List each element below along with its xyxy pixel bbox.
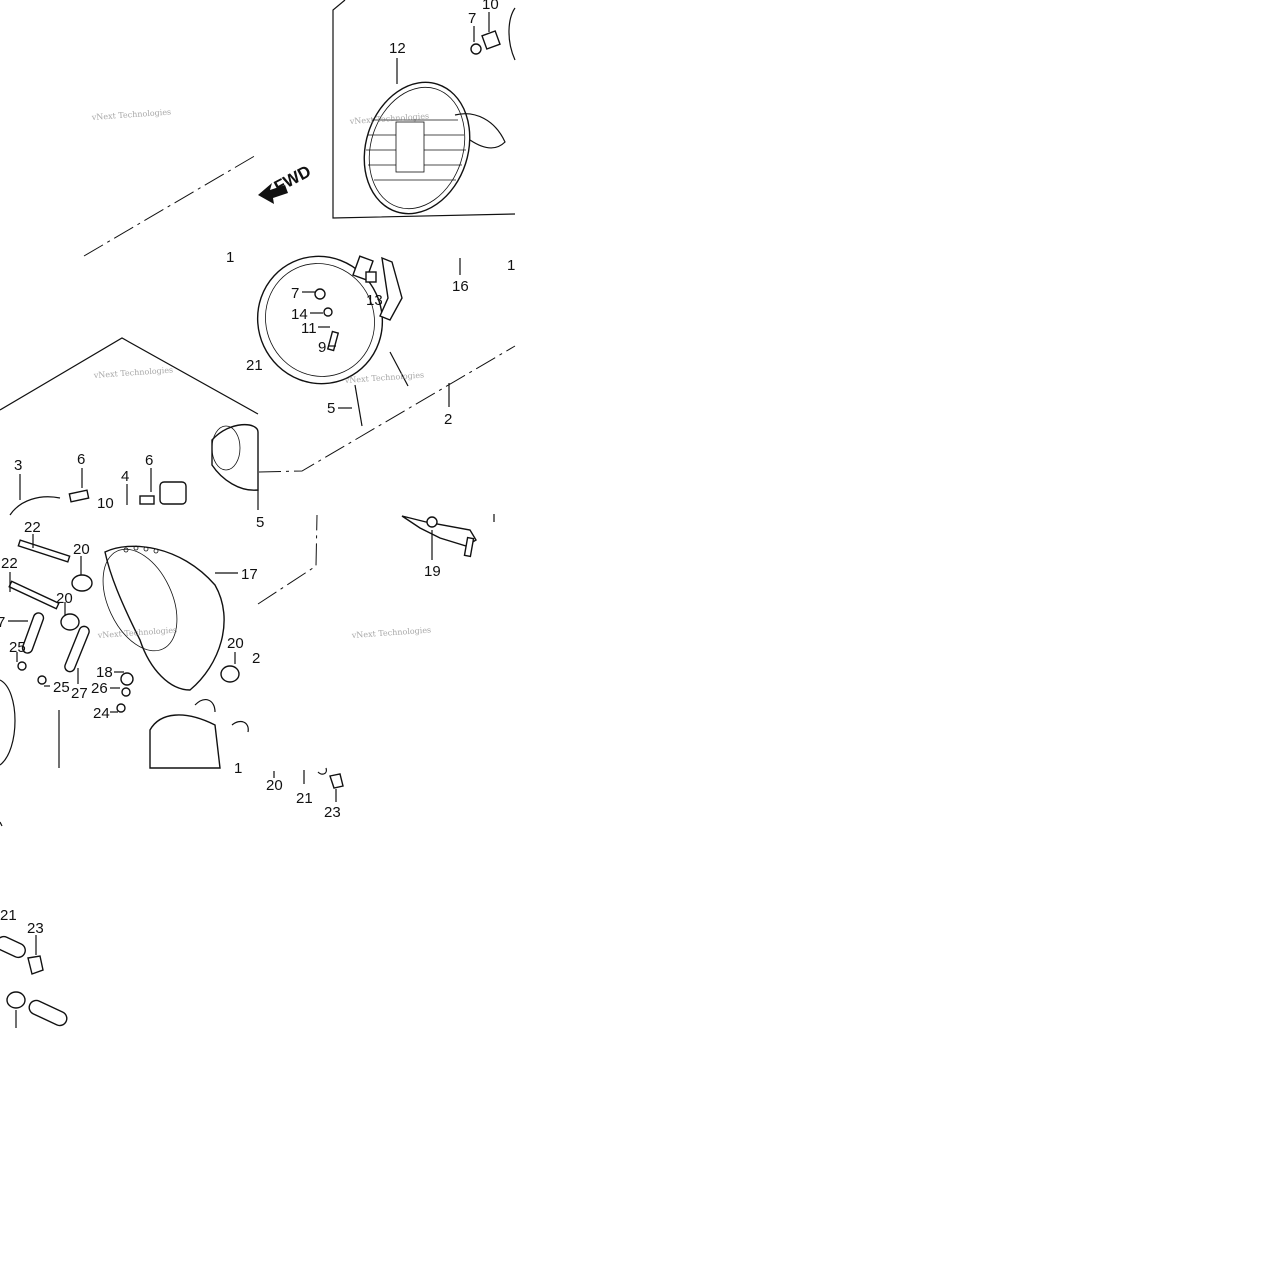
callout-label: 23 xyxy=(27,920,44,937)
callout-label: 20 xyxy=(266,777,283,794)
callout-label: 22 xyxy=(24,519,41,536)
callout-label: 18 xyxy=(96,664,113,681)
panel-mounting-rim xyxy=(256,255,516,473)
pipe-icon xyxy=(28,999,68,1027)
callout-label: 4 xyxy=(121,468,129,485)
cap-nut-icon xyxy=(27,955,44,975)
callout-label: 3 xyxy=(14,457,22,474)
bulb-socket-case xyxy=(211,423,259,491)
cap-nut-icon xyxy=(329,773,344,789)
callout-label: 7 xyxy=(468,10,476,27)
callout-label: 6 xyxy=(145,452,153,469)
callout-label: 19 xyxy=(424,563,441,580)
callout-label: 9 xyxy=(318,339,326,356)
callout-label: 23 xyxy=(324,804,341,821)
adjuster-bracket xyxy=(379,256,403,321)
callout-label: 25 xyxy=(53,679,70,696)
callout-labels: 10 7 12 16 13 7 14 11 9 5 2 3 6 4 6 10 5… xyxy=(0,0,524,937)
callout-label: 20 xyxy=(56,590,73,607)
callout-label: 20 xyxy=(227,635,244,652)
screw-icon xyxy=(139,495,155,505)
callout-label: 2 xyxy=(252,650,260,667)
callout-label: 24 xyxy=(93,705,110,722)
bracket-19 xyxy=(401,515,477,547)
callout-label: 5 xyxy=(327,400,335,417)
forward-direction-indicator: FWD xyxy=(258,162,314,204)
headlight-shell xyxy=(104,545,225,691)
bulb-icon xyxy=(159,481,187,505)
callout-label: 11 xyxy=(301,320,317,337)
callout-label: 13 xyxy=(366,292,383,309)
panel-headlight-shell xyxy=(0,514,318,769)
callout-label: 16 xyxy=(452,278,469,295)
callout-label: 6 xyxy=(77,451,85,468)
callout-label: 20 xyxy=(73,541,90,558)
callout-label: 1 xyxy=(226,249,234,266)
fwd-label: FWD xyxy=(271,162,314,197)
callout-label: 26 xyxy=(91,680,108,697)
callout-label: 22 xyxy=(1,555,18,572)
callout-label: 12 xyxy=(389,40,406,57)
callout-label: 21 xyxy=(246,357,263,374)
tile-masks xyxy=(516,0,1285,520)
callout-label: 7 xyxy=(0,614,5,631)
bolt-icon xyxy=(17,539,71,563)
callout-label: 25 xyxy=(9,639,26,656)
callout-label: 21 xyxy=(0,907,17,924)
mounting-rim xyxy=(256,255,384,385)
callout-label: 21 xyxy=(296,790,313,807)
callout-label: 10 xyxy=(482,0,499,13)
callout-label: 5 xyxy=(256,514,264,531)
panel-bulb-case xyxy=(0,337,259,516)
loose-parts xyxy=(273,767,344,802)
collar-icon xyxy=(71,574,93,592)
callout-label: 17 xyxy=(241,566,258,583)
panel-bottom-fragment xyxy=(0,821,68,1028)
screw-icon xyxy=(481,30,501,50)
watermark-text: vNext Technologies xyxy=(351,625,432,640)
stay-plate xyxy=(64,625,90,673)
watermark-text: vNext Technologies xyxy=(91,107,172,122)
callout-label: 1 xyxy=(234,760,242,777)
mounting-bracket xyxy=(149,714,221,769)
screw-icon xyxy=(68,489,90,503)
panel-bracket xyxy=(401,514,495,560)
collar-icon xyxy=(6,991,26,1009)
callout-label: 2 xyxy=(444,411,452,428)
panel-headlight-unit xyxy=(332,0,516,219)
stay-plate xyxy=(21,612,45,654)
callout-label: 7 xyxy=(291,285,299,302)
bolt-icon xyxy=(8,580,60,610)
nut-icon xyxy=(470,43,482,55)
collar-icon xyxy=(220,665,240,683)
watermark-text: vNext Technologies xyxy=(93,365,174,380)
callout-label: 14 xyxy=(291,306,308,323)
callout-label: 10 xyxy=(97,495,114,512)
collar-icon xyxy=(60,613,80,631)
callout-label: 27 xyxy=(71,685,88,702)
forward-arrow-icon xyxy=(258,183,288,204)
pipe-icon xyxy=(0,935,26,959)
